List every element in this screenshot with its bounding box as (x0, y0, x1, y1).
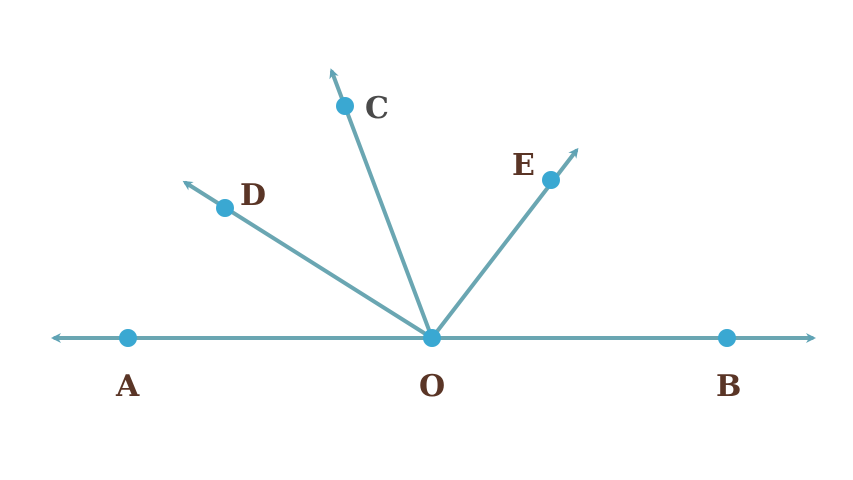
ray-oc (329, 68, 434, 340)
label-e: E (512, 148, 535, 183)
label-o: O (419, 369, 445, 404)
point-c (336, 97, 354, 115)
label-b: B (716, 369, 741, 404)
point-o (423, 329, 441, 347)
label-c: C (365, 91, 389, 126)
point-e (542, 171, 560, 189)
label-a: A (115, 369, 140, 404)
point-d (216, 199, 234, 217)
label-d: D (240, 178, 266, 213)
point-b (718, 329, 736, 347)
point-a (119, 329, 137, 347)
